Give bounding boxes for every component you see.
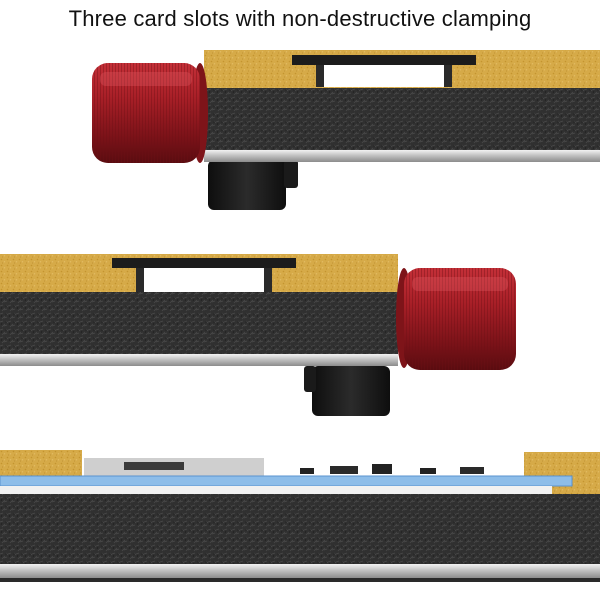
fixture-side-view-knob-left	[92, 50, 600, 210]
felt-layer	[0, 494, 600, 564]
card-slot-clamp	[292, 55, 476, 65]
aluminum-rail	[0, 354, 398, 366]
card-slot-clamp	[112, 258, 296, 268]
circuit-board	[0, 475, 573, 487]
felt-layer	[0, 292, 398, 354]
rubber-foot	[312, 366, 390, 416]
rubber-foot	[208, 160, 286, 210]
aluminum-rail	[0, 564, 600, 578]
felt-layer	[204, 88, 600, 150]
aluminum-rail	[204, 150, 600, 162]
fixture-side-view-knob-right	[0, 254, 516, 416]
caption-title: Three card slots with non-destructive cl…	[68, 6, 532, 31]
fixture-side-view-board-clamped	[0, 450, 600, 582]
